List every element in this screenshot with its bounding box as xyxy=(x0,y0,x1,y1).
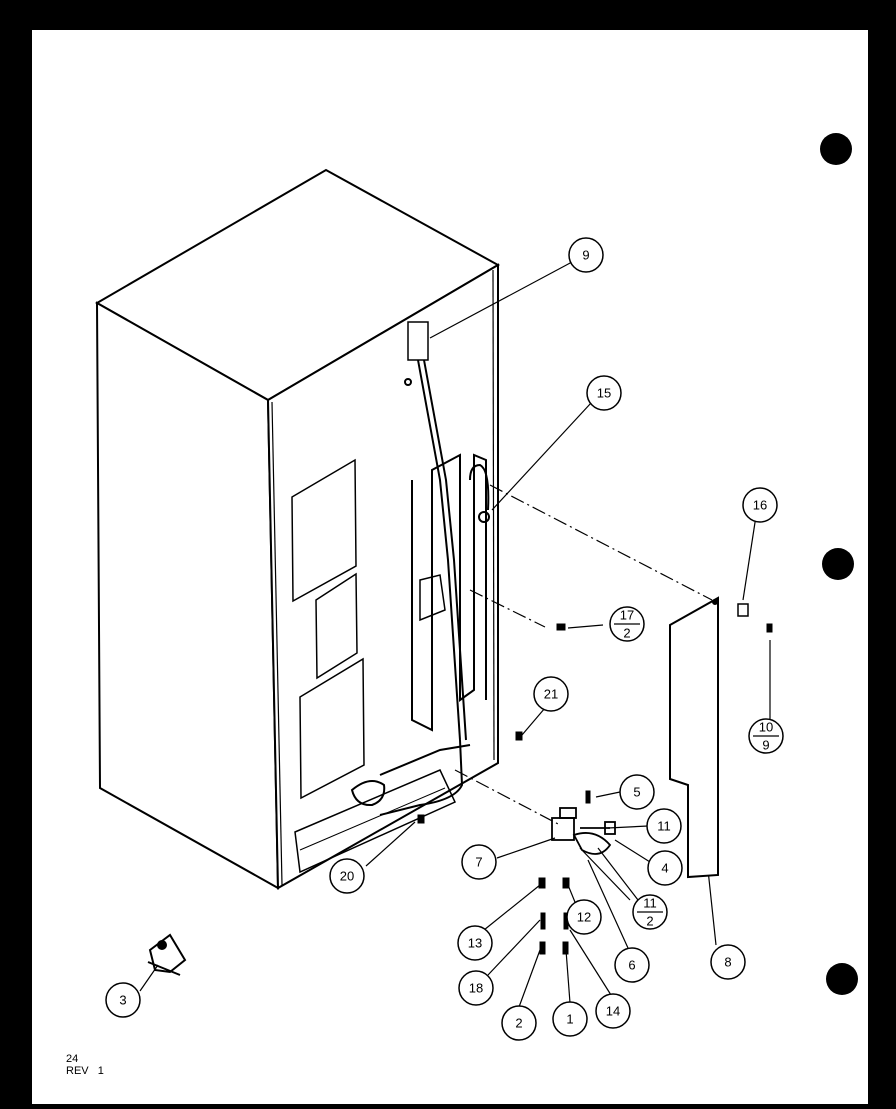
callout-16: 16 xyxy=(742,487,778,523)
callout-10-9-den: 9 xyxy=(762,738,769,753)
binder-hole-bottom xyxy=(826,963,858,995)
revision-label: REV 1 xyxy=(66,1065,104,1077)
callout-10-9: 10 9 xyxy=(748,718,784,754)
callout-14-label: 14 xyxy=(606,1004,620,1019)
callout-6-label: 6 xyxy=(628,958,635,973)
callout-21: 21 xyxy=(533,676,569,712)
callout-13: 13 xyxy=(457,925,493,961)
callout-7-label: 7 xyxy=(475,855,482,870)
dash-dot-lines xyxy=(454,484,713,826)
callout-12: 12 xyxy=(566,899,602,935)
callout-9-label: 9 xyxy=(582,248,589,263)
callout-18: 18 xyxy=(458,970,494,1006)
callout-15: 15 xyxy=(586,375,622,411)
callout-11-2-num: 11 xyxy=(643,896,657,911)
callout-20: 20 xyxy=(329,858,365,894)
callout-6: 6 xyxy=(614,947,650,983)
callout-21-label: 21 xyxy=(544,687,558,702)
callout-1-label: 1 xyxy=(566,1012,573,1027)
binder-hole-top xyxy=(820,133,852,165)
callout-17-2-den: 2 xyxy=(623,626,630,641)
binder-hole-middle xyxy=(822,548,854,580)
valve-assembly xyxy=(551,807,616,855)
callout-17-2: 17 2 xyxy=(609,606,645,642)
page-number: 24 xyxy=(66,1053,78,1065)
callout-4: 4 xyxy=(647,850,683,886)
callout-11-label: 11 xyxy=(657,819,671,834)
callout-9: 9 xyxy=(568,237,604,273)
back-panel xyxy=(669,596,719,879)
callout-18-label: 18 xyxy=(469,981,483,996)
callout-16-label: 16 xyxy=(753,498,767,513)
callout-13-label: 13 xyxy=(468,936,482,951)
small-parts xyxy=(417,603,773,955)
callout-3: 3 xyxy=(105,982,141,1018)
condenser-tubing xyxy=(350,321,490,816)
callout-20-label: 20 xyxy=(340,869,354,884)
callout-11-2: 11 2 xyxy=(632,894,668,930)
callout-11-2-den: 2 xyxy=(646,914,653,929)
callout-5: 5 xyxy=(619,774,655,810)
callout-17-2-num: 17 xyxy=(620,608,634,623)
callout-2: 2 xyxy=(501,1005,537,1041)
callout-2-label: 2 xyxy=(515,1016,522,1031)
callout-3-label: 3 xyxy=(119,993,126,1008)
callout-15-label: 15 xyxy=(597,386,611,401)
callout-11: 11 xyxy=(646,808,682,844)
callout-4-label: 4 xyxy=(661,861,668,876)
callout-10-9-num: 10 xyxy=(759,720,773,735)
callout-12-label: 12 xyxy=(577,910,591,925)
callout-8: 8 xyxy=(710,944,746,980)
callout-5-label: 5 xyxy=(633,785,640,800)
callout-1: 1 xyxy=(552,1001,588,1037)
compressor-bracket xyxy=(147,933,187,976)
leader-lines xyxy=(139,261,771,1008)
callout-14: 14 xyxy=(595,993,631,1029)
callout-7: 7 xyxy=(461,844,497,880)
callout-8-label: 8 xyxy=(724,955,731,970)
refrigerator-cabinet xyxy=(94,168,501,890)
